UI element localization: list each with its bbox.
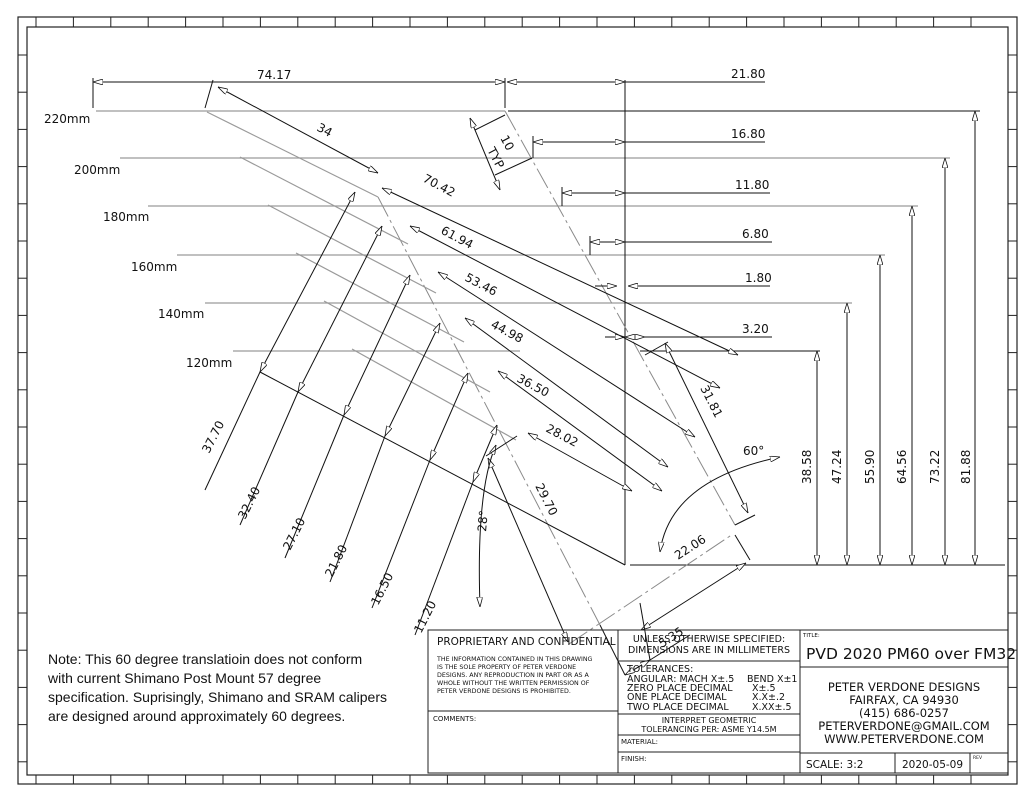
rotor-label-120: 120mm xyxy=(186,356,232,370)
dim-74-17: 74.17 xyxy=(257,68,291,82)
dim-6-80: 6.80 xyxy=(742,227,769,241)
tolerances-heading: TOLERANCES: xyxy=(626,664,693,675)
finish-label: FINISH: xyxy=(621,755,646,763)
dim-3-20: 3.20 xyxy=(742,322,769,336)
rotor-label-220: 220mm xyxy=(44,112,90,126)
angle-60: 60° xyxy=(743,444,764,458)
interpret-line: INTERPRET GEOMETRIC xyxy=(662,716,757,725)
proprietary-line: IS THE SOLE PROPERTY OF PETER VERDONE xyxy=(437,664,576,671)
dim-47-24: 47.24 xyxy=(830,450,844,484)
tolerance-value: BEND X±1 xyxy=(747,674,797,685)
dim-1-80: 1.80 xyxy=(745,271,772,285)
rotor-size-labels: 220mm 200mm 180mm 160mm 140mm 120mm xyxy=(44,112,232,370)
interpret-line: TOLERANCING PER: ASME Y14.5M xyxy=(640,725,776,734)
misc-dimensions: 31.81 29.70 22.06 5.35 28° 60° xyxy=(475,341,780,675)
tolerance-label: ONE PLACE DECIMAL xyxy=(627,692,727,703)
unless-line: UNLESS OTHERWISE SPECIFIED: xyxy=(633,634,785,645)
dim-44-98: 44.98 xyxy=(489,317,526,345)
dim-34: 34 xyxy=(315,120,335,140)
dim-36-50: 36.50 xyxy=(515,371,552,399)
dim-81-88: 81.88 xyxy=(959,450,973,484)
proprietary-line: PETER VERDONE DESIGNS IS PROHIBITED. xyxy=(437,688,571,695)
dim-27-10: 27.10 xyxy=(280,515,308,552)
dim-16-50: 16.50 xyxy=(368,570,396,607)
dim-11-80: 11.80 xyxy=(735,178,769,192)
proprietary-line: THE INFORMATION CONTAINED IN THIS DRAWIN… xyxy=(436,656,593,663)
dim-61-94: 61.94 xyxy=(439,223,476,251)
comments-label: COMMENTS: xyxy=(433,715,476,723)
tolerance-value: X.XX±.5 xyxy=(752,702,792,713)
proprietary-line: DESIGNS. ANY REPRODUCTION IN PART OR AS … xyxy=(437,672,590,679)
company-phone: (415) 686-0257 xyxy=(859,706,949,720)
perpendicular-dimensions: 37.70 32.40 27.10 21.80 16.50 11.20 xyxy=(199,192,497,635)
dim-28-02: 28.02 xyxy=(544,421,581,449)
proprietary-heading: PROPRIETARY AND CONFIDENTIAL xyxy=(437,636,616,648)
dim-21-80: 21.80 xyxy=(322,542,350,579)
design-note: Note: This 60 degree translatioin does n… xyxy=(48,651,388,724)
dim-55-90: 55.90 xyxy=(863,450,877,484)
tolerance-value: X.X±.2 xyxy=(752,692,785,703)
slant-dimensions: 70.42 61.94 53.46 44.98 36.50 28.02 xyxy=(382,171,738,491)
dim-37-70: 37.70 xyxy=(199,418,227,455)
tolerance-label: ZERO PLACE DECIMAL xyxy=(627,683,733,694)
caliper-outline xyxy=(206,110,736,645)
company-name: PETER VERDONE DESIGNS xyxy=(828,680,980,694)
dim-53-46: 53.46 xyxy=(463,270,500,298)
tolerance-label: ANGULAR: MACH X±.5 xyxy=(627,674,734,685)
title-block-text: PROPRIETARY AND CONFIDENTIAL THE INFORMA… xyxy=(433,633,1016,771)
rotor-label-160: 160mm xyxy=(131,260,177,274)
height-dimensions: 38.58 47.24 55.90 64.56 73.22 81.88 xyxy=(800,111,975,565)
title-label: TITLE: xyxy=(802,633,820,639)
material-label: MATERIAL: xyxy=(621,738,658,746)
dim-29-70: 29.70 xyxy=(532,481,560,518)
dim-32-40: 32.40 xyxy=(235,484,263,521)
rotor-label-180: 180mm xyxy=(103,210,149,224)
dim-31-81: 31.81 xyxy=(697,383,725,420)
dim-38-58: 38.58 xyxy=(800,450,814,484)
scale-label: SCALE: 3:2 xyxy=(806,759,863,771)
dim-70-42: 70.42 xyxy=(421,171,458,199)
rotor-label-200: 200mm xyxy=(74,163,120,177)
title-block xyxy=(427,629,1009,774)
rev-label: REV xyxy=(973,755,983,761)
date-label: 2020-05-09 xyxy=(902,759,963,771)
company-address: FAIRFAX, CA 94930 xyxy=(849,693,959,707)
dim-64-56: 64.56 xyxy=(895,450,909,484)
dim-73-22: 73.22 xyxy=(928,450,942,484)
dim-21-80: 21.80 xyxy=(731,67,765,81)
tolerance-value: X±.5 xyxy=(752,683,776,694)
sheet-frame xyxy=(17,16,1018,785)
dim-22-06: 22.06 xyxy=(672,532,708,562)
dim-10: 10 xyxy=(497,133,517,153)
offset-dimensions: 21.80 16.80 11.80 6.80 1.80 3.20 xyxy=(507,67,772,337)
drawing-title: PVD 2020 PM60 over FM32 xyxy=(806,645,1016,663)
unless-line: DIMENSIONS ARE IN MILLIMETERS xyxy=(628,645,790,656)
tolerance-label: TWO PLACE DECIMAL xyxy=(626,702,729,713)
angle-28: 28° xyxy=(475,510,491,532)
dim-16-80: 16.80 xyxy=(731,127,765,141)
company-email: PETERVERDONE@GMAIL.COM xyxy=(818,719,989,733)
proprietary-line: WHOLE WITHOUT THE WRITTEN PERMISSION OF xyxy=(437,680,590,687)
company-website: WWW.PETERVERDONE.COM xyxy=(824,732,984,746)
top-dimensions: 74.17 34 10 TYP xyxy=(92,68,533,190)
rotor-label-140: 140mm xyxy=(158,307,204,321)
